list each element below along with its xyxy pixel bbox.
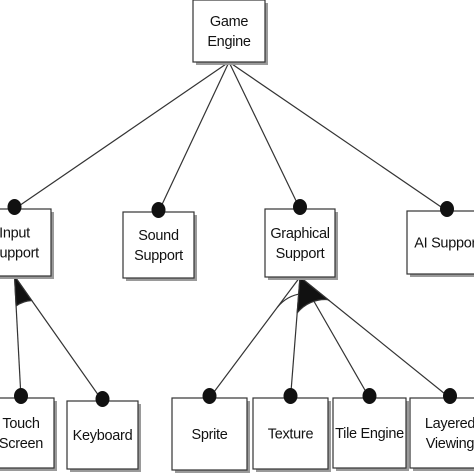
feature-label-input-support-line-2: Support xyxy=(0,246,39,262)
feature-box-ai-support: AI Support xyxy=(406,210,474,277)
feature-box-keyboard: Keyboard xyxy=(66,400,141,472)
feature-label-keyboard-line-1: Keyboard xyxy=(73,428,133,444)
feature-label-sprite-line-1: Sprite xyxy=(191,427,227,443)
feature-label-game-engine-line-1: Game xyxy=(210,14,249,30)
feature-label-game-engine-line-2: Engine xyxy=(207,34,251,50)
feature-label-layered-viewing-line-2: Viewing xyxy=(426,436,474,452)
feature-label-layered-viewing-line-1: Layered xyxy=(425,416,474,432)
edge-game-engine-to-sound-support xyxy=(157,61,230,213)
mandatory-marker-sprite xyxy=(202,388,217,404)
or-group-arc-input-support xyxy=(13,273,33,308)
edge-graphical-support-to-sprite xyxy=(209,276,301,399)
feature-label-touch-screen-line-1: Touch xyxy=(2,416,39,432)
feature-box-sprite: Sprite xyxy=(171,397,250,473)
feature-label-touch-screen-line-2: Screen xyxy=(0,436,43,452)
feature-label-ai-support-line-1: AI Support xyxy=(414,236,474,252)
or-group-arc-graphical-support xyxy=(296,275,330,315)
feature-box-frame xyxy=(252,397,329,470)
edge-game-engine-to-graphical-support xyxy=(228,61,301,210)
feature-label-texture-line-1: Texture xyxy=(268,427,314,443)
feature-box-frame xyxy=(409,397,474,469)
feature-label-sound-support-line-2: Support xyxy=(134,248,183,264)
edge-game-engine-to-ai-support xyxy=(228,61,448,212)
feature-label-input-support-line-1: Input xyxy=(0,226,30,242)
feature-box-tile-engine: Tile Engine xyxy=(332,397,409,471)
mandatory-marker-texture xyxy=(283,388,298,404)
feature-box-frame xyxy=(66,400,139,470)
mandatory-marker-layered-viewing xyxy=(443,388,457,404)
feature-label-tile-engine-line-1: Tile Engine xyxy=(335,426,404,442)
feature-box-frame xyxy=(264,208,336,278)
feature-box-frame xyxy=(0,397,55,469)
mandatory-marker-tile-engine xyxy=(362,388,377,404)
mandatory-marker-keyboard xyxy=(95,391,110,407)
feature-box-frame xyxy=(192,0,266,63)
mandatory-marker-graphical-support xyxy=(293,199,307,215)
mandatory-marker-touch-screen xyxy=(14,388,28,404)
mandatory-marker-input-support xyxy=(7,199,22,215)
feature-box-frame xyxy=(122,211,195,279)
feature-label-graphical-support-line-1: Graphical xyxy=(270,226,329,242)
feature-label-sound-support-line-1: Sound xyxy=(138,228,179,244)
feature-box-frame xyxy=(171,397,248,471)
mandatory-marker-sound-support xyxy=(151,202,166,218)
feature-box-input-support: InputSupport xyxy=(0,208,54,279)
feature-box-frame xyxy=(332,397,407,469)
feature-box-frame xyxy=(0,208,52,277)
edge-game-engine-to-input-support xyxy=(14,61,230,210)
feature-box-texture: Texture xyxy=(252,397,331,472)
feature-label-graphical-support-line-2: Support xyxy=(276,246,325,262)
mandatory-marker-ai-support xyxy=(440,201,454,217)
